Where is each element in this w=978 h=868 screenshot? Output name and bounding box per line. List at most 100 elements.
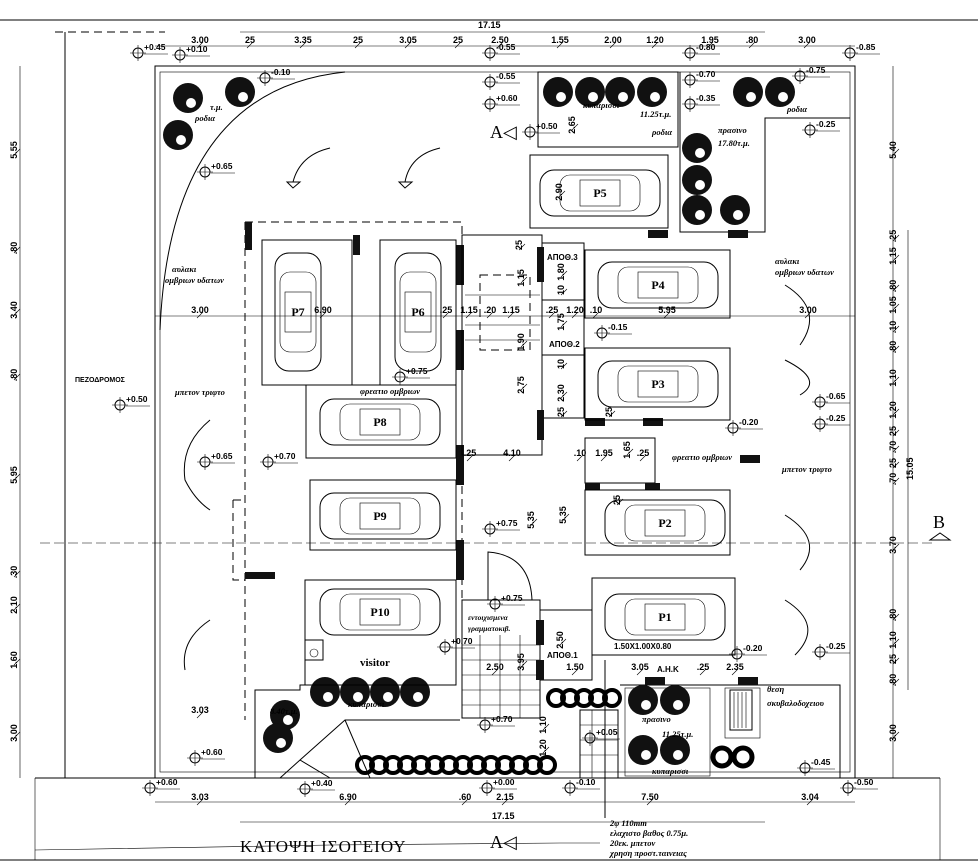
dimension-value: .25 <box>546 305 559 315</box>
tree-highlight <box>186 98 196 108</box>
tree-icon <box>575 77 605 107</box>
dimension-value: 3.03 <box>191 705 209 715</box>
shrub-icon <box>602 688 622 708</box>
dimension-value: 25 <box>888 426 898 436</box>
wheelchair-icon <box>304 639 324 661</box>
dimension-value: 5.55 <box>9 141 19 159</box>
area-label: 11.25τ.μ. <box>662 729 693 739</box>
dimension-value: 25 <box>514 240 524 250</box>
dimension-value: 1.10 <box>538 716 548 734</box>
elevation-marker: +0.05 <box>582 727 620 746</box>
elevation-marker: -0.25 <box>812 413 850 432</box>
parking-space-p10: P10 <box>304 579 457 686</box>
elevation-value: +0.70 <box>274 451 296 461</box>
dimension-value: 1.50 <box>566 662 584 672</box>
tree-label: κυπαρισσι <box>583 100 620 110</box>
dimension-value: 1.15 <box>888 247 898 265</box>
dimension-value: 2.35 <box>726 662 744 672</box>
elevation-marker: +0.65 <box>197 451 235 470</box>
tree-label: κυπαρισσι <box>348 699 385 709</box>
parking-label: P2 <box>658 516 671 530</box>
elevation-value: -0.25 <box>826 413 846 423</box>
gutter-label-left: αυλακι <box>172 264 197 274</box>
parking-space-p8: P8 <box>305 384 457 459</box>
tree-icon <box>682 165 712 195</box>
elevation-value: +0.00 <box>493 777 515 787</box>
dimension-value: 2.15 <box>496 792 514 802</box>
elevation-marker: +0.40 <box>297 778 335 797</box>
gutter-label-left-2: ομβριων υδατων <box>165 275 224 285</box>
area-label: 8.40τ.μ. <box>270 706 298 716</box>
area-label: 17.80τ.μ. <box>718 138 750 148</box>
parking-label: P3 <box>651 377 664 391</box>
green-area-label: πρασινο <box>718 125 747 135</box>
parking-space-p4: P4 <box>584 249 731 319</box>
dimension-value: 10 <box>556 359 566 369</box>
elevation-marker: -0.85 <box>842 42 880 61</box>
elevation-value: -0.45 <box>811 757 831 767</box>
shrub-icon <box>710 745 734 769</box>
total-width-top: 17.15 <box>478 20 501 30</box>
parking-space-p5: P5 <box>529 154 669 229</box>
elevation-value: +0.70 <box>491 714 513 724</box>
tree-icon <box>660 685 690 715</box>
tank-dims-label: 1.50X1.00X0.80 <box>614 642 672 651</box>
tree-icon <box>628 735 658 765</box>
parking-label: P6 <box>411 305 424 319</box>
dimension-value: 10 <box>556 285 566 295</box>
car-icon <box>539 169 661 217</box>
labels: 17.15 17.15 15.05 ΚΑΤΟΨΗ ΙΣΟΓΕΙΟΥ A◁ A◁ … <box>75 20 952 858</box>
car-icon <box>604 593 726 641</box>
elevation-marker: -0.20 <box>725 417 763 436</box>
elevation-marker: +0.00 <box>479 777 517 796</box>
elevation-value: +0.65 <box>211 451 233 461</box>
elevation-value: +0.60 <box>156 777 178 787</box>
dimension-value: .70 <box>888 473 898 486</box>
dimension-value: 3.00 <box>799 305 817 315</box>
tree-highlight <box>323 692 333 702</box>
dimension-value: 1.20 <box>566 305 584 315</box>
elevation-value: +0.75 <box>406 366 428 376</box>
elevation-marker: -0.50 <box>840 777 878 796</box>
dimension-value: 3.00 <box>9 724 19 742</box>
dimension-value: 25 <box>604 407 614 417</box>
elevation-marker: +0.60 <box>482 93 520 112</box>
mailboxes-label: εντοιχισμενα <box>468 613 509 622</box>
elevation-marker: +0.60 <box>142 777 180 796</box>
elevation-marker: -0.35 <box>682 93 720 112</box>
elevation-marker: -0.70 <box>682 69 720 88</box>
dimension-value: 3.04 <box>801 792 819 802</box>
tree-highlight <box>353 692 363 702</box>
tree-label: ροδια <box>786 104 807 114</box>
dimension-value: 3.00 <box>191 305 209 315</box>
elevation-marker: -0.55 <box>482 42 520 61</box>
elevation-marker: +0.70 <box>437 636 475 655</box>
section-b: B <box>933 512 945 532</box>
car-icon <box>274 252 322 372</box>
car-icon <box>597 261 719 309</box>
sidewalk-boundary <box>55 31 165 778</box>
tree-icon <box>637 77 667 107</box>
elevation-marker: -0.20 <box>729 643 767 662</box>
bin-label-2: σκυβαλοδοχειου <box>767 698 824 708</box>
tree-highlight <box>641 750 651 760</box>
dimension-value: .80 <box>9 242 19 255</box>
bin-area-icon <box>729 689 753 731</box>
green-area-label: πρασινο <box>642 714 671 724</box>
tree-highlight <box>588 92 598 102</box>
tree-highlight <box>778 92 788 102</box>
dimension-value: 3.00 <box>888 724 898 742</box>
tree-icon <box>765 77 795 107</box>
tree-icon <box>720 195 750 225</box>
mailboxes-label-2: γραμματοκιβ. <box>468 624 510 633</box>
car-icon <box>394 252 442 372</box>
tree-icon <box>733 77 763 107</box>
dimension-value: 2.50 <box>555 631 565 649</box>
elevation-value: -0.25 <box>826 641 846 651</box>
tree-icon <box>270 700 300 730</box>
elevation-value: -0.20 <box>739 417 759 427</box>
dimension-value: 2.30 <box>556 384 566 402</box>
shrub-icon <box>731 745 755 769</box>
tree-icon <box>225 77 255 107</box>
